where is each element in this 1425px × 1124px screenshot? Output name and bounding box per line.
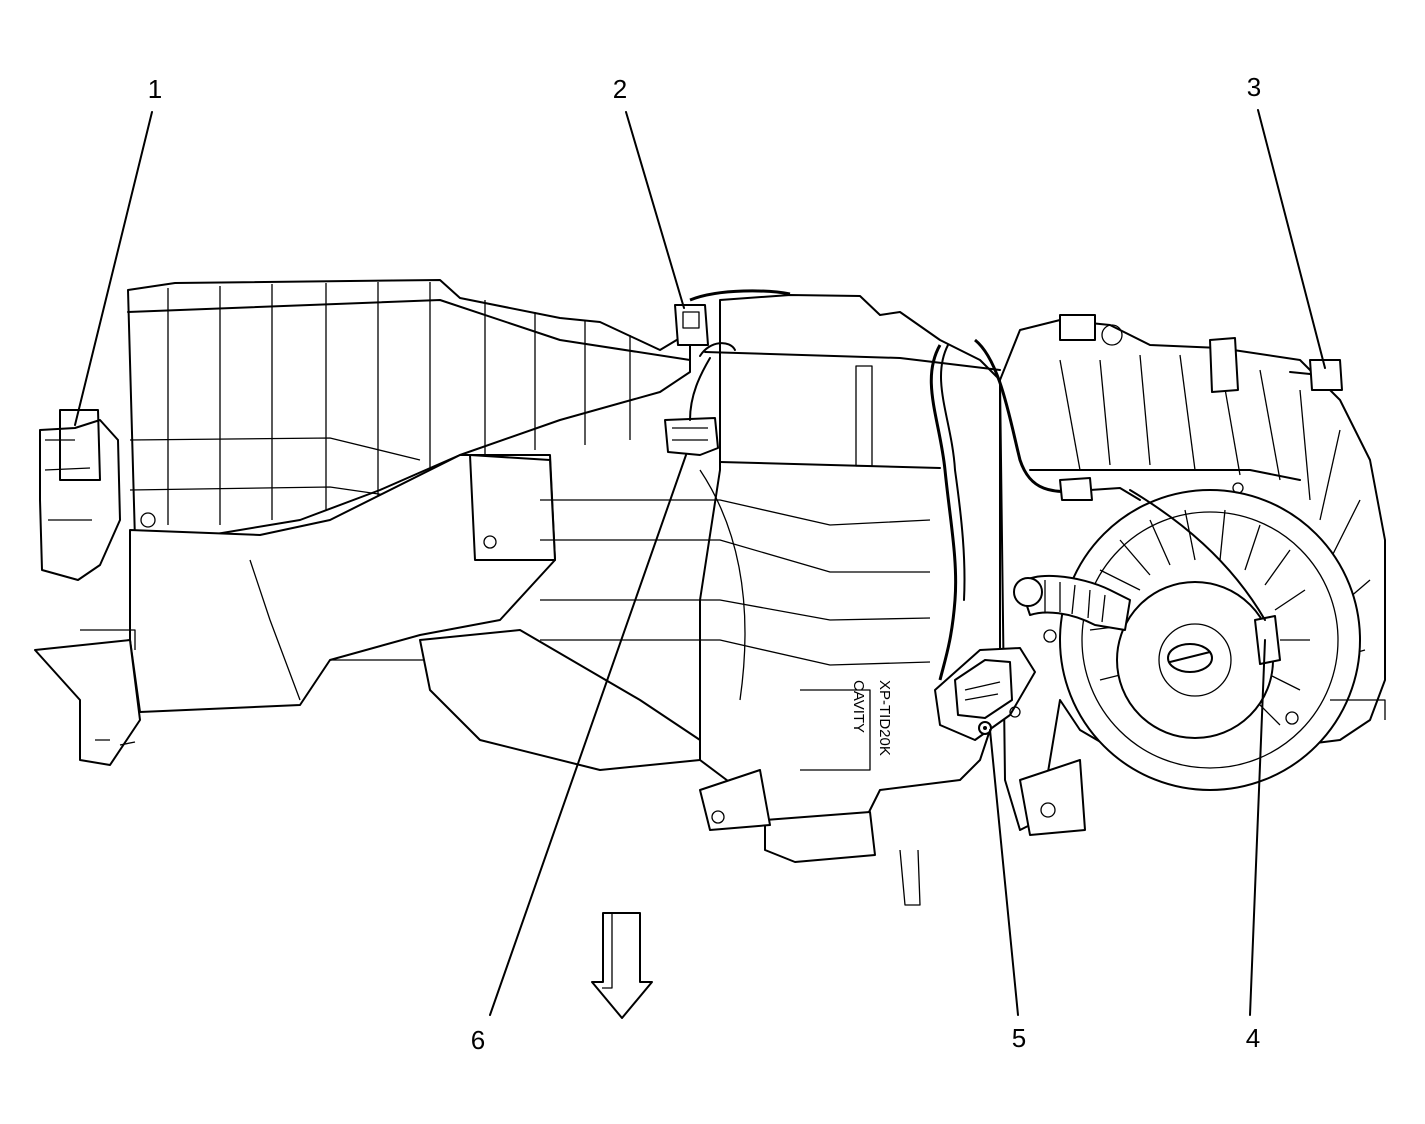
housing-stamp: XP-TID20K CAVITY: [850, 680, 893, 756]
leader-line-4: [1249, 639, 1266, 1016]
leader-line-1: [74, 111, 153, 426]
callout-3: 3: [1247, 72, 1261, 102]
callout-1: 1: [148, 74, 162, 104]
leader-line-6: [489, 454, 687, 1016]
left-housing: [34, 279, 720, 771]
blower-housing: [999, 314, 1386, 836]
leader-line-2: [625, 111, 685, 309]
callout-4: 4: [1246, 1023, 1260, 1053]
callout-6: 6: [471, 1025, 485, 1055]
callout-numbers: 1 2 3 4 5 6: [148, 72, 1261, 1055]
leader-lines: [74, 109, 1326, 1016]
stamp-line-1: XP-TID20K: [876, 680, 893, 756]
callout-5: 5: [1012, 1023, 1026, 1053]
leader-line-3: [1257, 109, 1326, 369]
blower-control-module: [934, 647, 1036, 741]
down-arrow-icon: [591, 912, 653, 1019]
stamp-line-2: CAVITY: [850, 680, 867, 733]
leader-line-5: [989, 729, 1019, 1016]
center-housing: XP-TID20K CAVITY: [540, 289, 1001, 906]
wire-harness: [929, 338, 1141, 681]
callout-2: 2: [613, 74, 627, 104]
